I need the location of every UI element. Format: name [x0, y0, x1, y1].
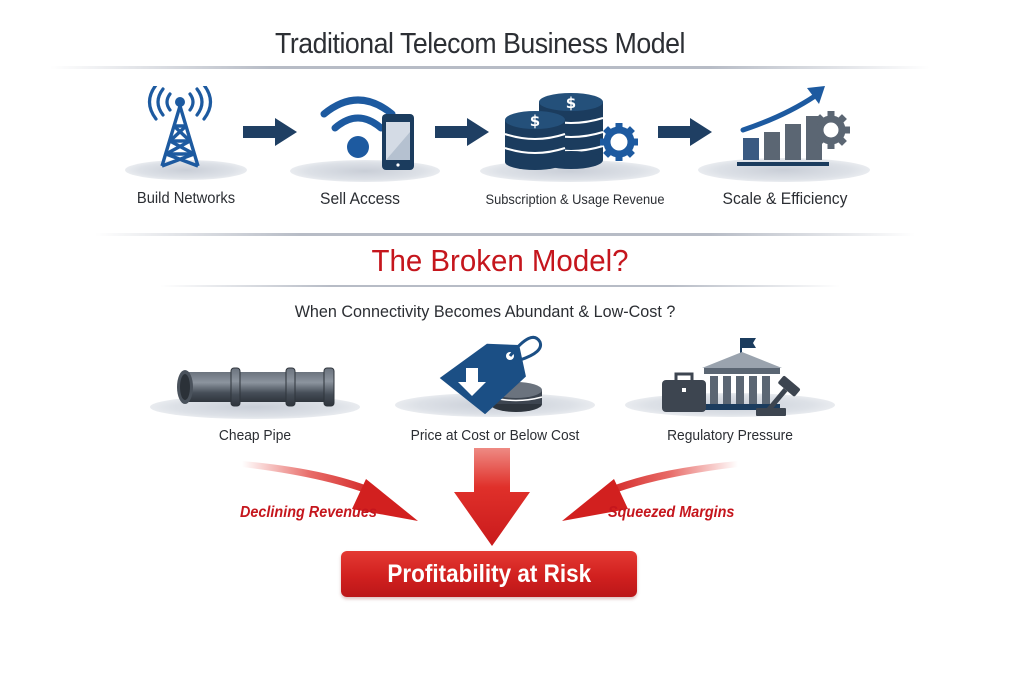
step-label-build-networks: Build Networks	[136, 190, 236, 207]
government-gavel-icon	[660, 336, 820, 425]
price-tag-down-icon	[436, 334, 566, 419]
declining-revenues-label: Declining Revenues	[240, 504, 377, 521]
shadow	[125, 160, 247, 180]
pressure-label-cheap-pipe: Cheap Pipe	[218, 427, 292, 444]
svg-text:$: $	[566, 94, 576, 112]
flow-arrow-icon	[243, 118, 297, 146]
growth-chart-gear-icon	[735, 86, 865, 171]
page-title: Traditional Telecom Business Model	[275, 28, 685, 60]
flow-arrow-icon	[435, 118, 489, 146]
profitability-at-risk-label: Profitability at Risk	[387, 559, 591, 588]
profitability-at-risk-badge: Profitability at Risk	[341, 551, 637, 597]
pipe-icon	[176, 366, 338, 413]
broken-title-divider	[160, 285, 840, 287]
section-divider	[95, 233, 915, 236]
pressure-label-price-at-cost: Price at Cost or Below Cost	[410, 427, 580, 444]
cell-tower-icon	[140, 83, 220, 177]
squeezed-margins-label: Squeezed Margins	[608, 504, 735, 521]
squeezed-margins-arrow-icon	[560, 455, 740, 530]
broken-model-title: The Broken Model?	[371, 243, 629, 278]
declining-revenues-arrow-icon	[240, 455, 420, 530]
title-divider	[50, 66, 930, 69]
step-label-sell-access: Sell Access	[320, 189, 400, 208]
coins-gear-icon: $ $	[503, 92, 643, 177]
pressure-label-regulatory: Regulatory Pressure	[667, 427, 793, 444]
flow-arrow-icon	[658, 118, 712, 146]
step-label-scale-efficiency: Scale & Efficiency	[722, 189, 848, 208]
down-arrow-icon	[452, 448, 532, 551]
broken-model-subtitle: When Connectivity Becomes Abundant & Low…	[294, 302, 676, 321]
wifi-phone-icon	[318, 92, 422, 177]
step-label-subscription-usage-revenue: Subscription & Usage Revenue	[485, 191, 665, 207]
svg-text:$: $	[530, 112, 540, 130]
